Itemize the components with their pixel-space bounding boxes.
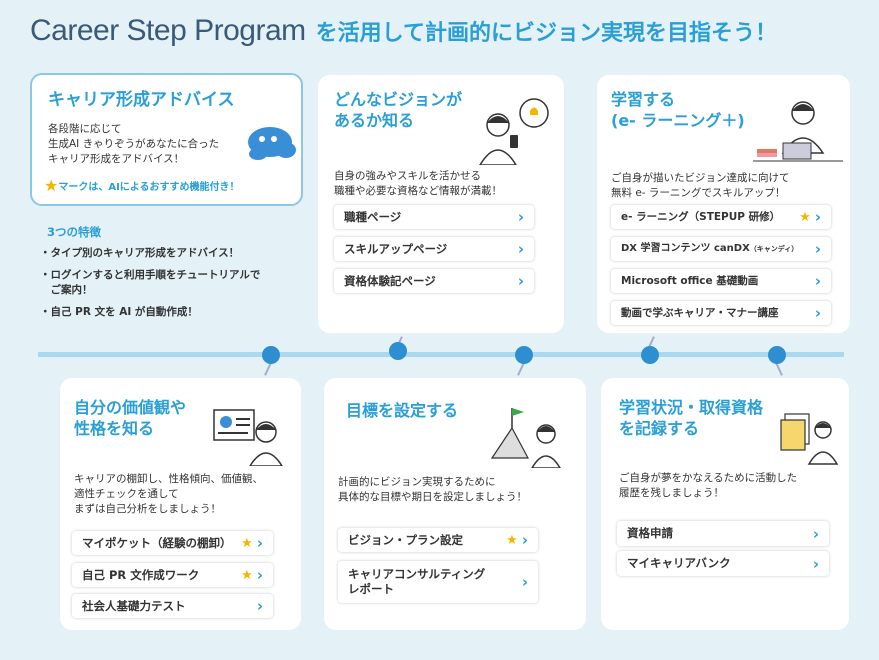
vision-desc: 自身の強みやスキルを活かせる職種や必要な資格など情報が満載！ xyxy=(334,170,502,197)
learn-title: 学習する(e- ラーニング＋) xyxy=(611,90,745,130)
career-manner-video-button[interactable]: 動画で学ぶキャリア・マナー講座› xyxy=(611,301,831,325)
vision-card: どんなビジョンがあるか知る 自身の強みやスキルを活かせる職種や必要な資格など情報… xyxy=(318,75,564,333)
title-japanese: を活用して計画的にビジョン実現を目指そう！ xyxy=(315,21,777,46)
occupation-page-button[interactable]: 職種ページ› xyxy=(334,205,534,229)
chevron-right-icon: › xyxy=(256,534,263,552)
person-laptop-icon xyxy=(753,101,843,162)
learn-card: 学習する(e- ラーニング＋) ご自身が描いたビジョン達成に向けて無料 e- ラ… xyxy=(597,75,850,333)
career-consulting-report-button[interactable]: キャリアコンサルティング レポート› xyxy=(338,561,538,603)
office-video-button[interactable]: Microsoft office 基礎動画› xyxy=(611,269,831,293)
timeline-connector xyxy=(264,362,272,376)
chevron-right-icon: › xyxy=(812,524,819,543)
timeline-dot xyxy=(515,346,533,364)
elearning-stepup-button[interactable]: e- ラーニング（STEPUP 研修）★› xyxy=(611,205,831,229)
my-career-bank-button[interactable]: マイキャリアバンク› xyxy=(617,551,829,576)
values-card: 自分の価値観や性格を知る キャリアの棚卸し、性格傾向、価値観、適性チェックを通し… xyxy=(60,378,301,630)
timeline-connector xyxy=(517,362,525,376)
chevron-right-icon: › xyxy=(814,208,821,226)
timeline-dot xyxy=(768,346,786,364)
skillup-page-button[interactable]: スキルアップページ› xyxy=(334,237,534,261)
record-card: 学習状況・取得資格を記録する ご自身が夢をかなえるために活動した履歴を残しましょ… xyxy=(601,378,849,630)
features-title: 3つの特徴 xyxy=(47,225,102,239)
chevron-right-icon: › xyxy=(814,272,821,290)
advice-title: キャリア形成アドバイス xyxy=(48,90,235,110)
learn-desc: ご自身が描いたビジョン達成に向けて無料 e- ラーニングでスキルアップ！ xyxy=(611,172,790,199)
person-phone-icon xyxy=(479,98,549,165)
vision-title: どんなビジョンがあるか知る xyxy=(334,90,463,130)
chevron-right-icon: › xyxy=(256,566,263,584)
chevron-right-icon: › xyxy=(517,272,524,290)
chevron-right-icon: › xyxy=(517,208,524,226)
chevron-right-icon: › xyxy=(812,554,819,573)
vision-plan-button[interactable]: ビジョン・プラン設定★› xyxy=(338,528,538,552)
goal-title: 目標を設定する xyxy=(346,401,459,420)
chevron-right-icon: › xyxy=(256,597,263,615)
goal-flag-icon xyxy=(490,408,561,468)
values-title: 自分の価値観や性格を知る xyxy=(74,398,187,438)
star-icon: ★ xyxy=(799,209,811,225)
my-pocket-button[interactable]: マイポケット（経験の棚卸）★› xyxy=(72,531,273,555)
chevron-right-icon: › xyxy=(521,531,528,549)
timeline-dot xyxy=(641,346,659,364)
record-desc: ご自身が夢をかなえるために活動した履歴を残しましょう！ xyxy=(619,472,798,499)
chevron-right-icon: › xyxy=(814,304,821,322)
timeline-dot xyxy=(262,346,280,364)
star-icon: ★ xyxy=(44,176,59,195)
ai-character-icon xyxy=(248,127,296,160)
record-title: 学習状況・取得資格を記録する xyxy=(619,398,764,438)
star-icon: ★ xyxy=(241,535,253,551)
chevron-right-icon: › xyxy=(517,240,524,258)
basic-skills-test-button[interactable]: 社会人基礎力テスト› xyxy=(72,594,273,618)
qualification-story-button[interactable]: 資格体験記ページ› xyxy=(334,269,534,293)
record-documents-icon xyxy=(780,413,839,465)
candx-button[interactable]: DX 学習コンテンツ canDX（キャンディ）› xyxy=(611,237,831,261)
goal-desc: 計画的にビジョン実現するために具体的な目標や期日を設定しましょう！ xyxy=(338,476,527,503)
goal-card: 目標を設定する 計画的にビジョン実現するために具体的な目標や期日を設定しましょう… xyxy=(324,378,586,630)
chevron-right-icon: › xyxy=(521,573,528,591)
star-icon: ★ xyxy=(506,532,518,548)
chevron-right-icon: › xyxy=(814,240,821,258)
advice-desc: 各段階に応じて生成AI きゃりぞうがあなたに合ったキャリア形成をアドバイス！ xyxy=(48,123,220,165)
self-pr-work-button[interactable]: 自己 PR 文作成ワーク★› xyxy=(72,563,273,587)
features-list: ・タイプ別のキャリア形成をアドバイス！ ・ログインすると利用手順をチュートリアル… xyxy=(40,247,261,318)
timeline-connector xyxy=(775,362,783,376)
title-english: Career Step Program xyxy=(30,14,306,47)
page-title: Career Step Program を活用して計画的にビジョン実現を目指そう… xyxy=(30,14,777,48)
advice-card: キャリア形成アドバイス 各段階に応じて生成AI きゃりぞうがあなたに合ったキャリ… xyxy=(30,73,303,206)
self-analysis-icon xyxy=(213,409,283,466)
timeline-dot xyxy=(389,342,407,360)
ai-note: ★ マークは、AIによるおすすめ機能付き！ xyxy=(44,176,240,195)
values-desc: キャリアの棚卸し、性格傾向、価値観、適性チェックを通してまずは自己分析をしましょ… xyxy=(74,473,263,515)
qualification-application-button[interactable]: 資格申請› xyxy=(617,521,829,546)
star-icon: ★ xyxy=(241,567,253,583)
timeline xyxy=(38,352,844,357)
